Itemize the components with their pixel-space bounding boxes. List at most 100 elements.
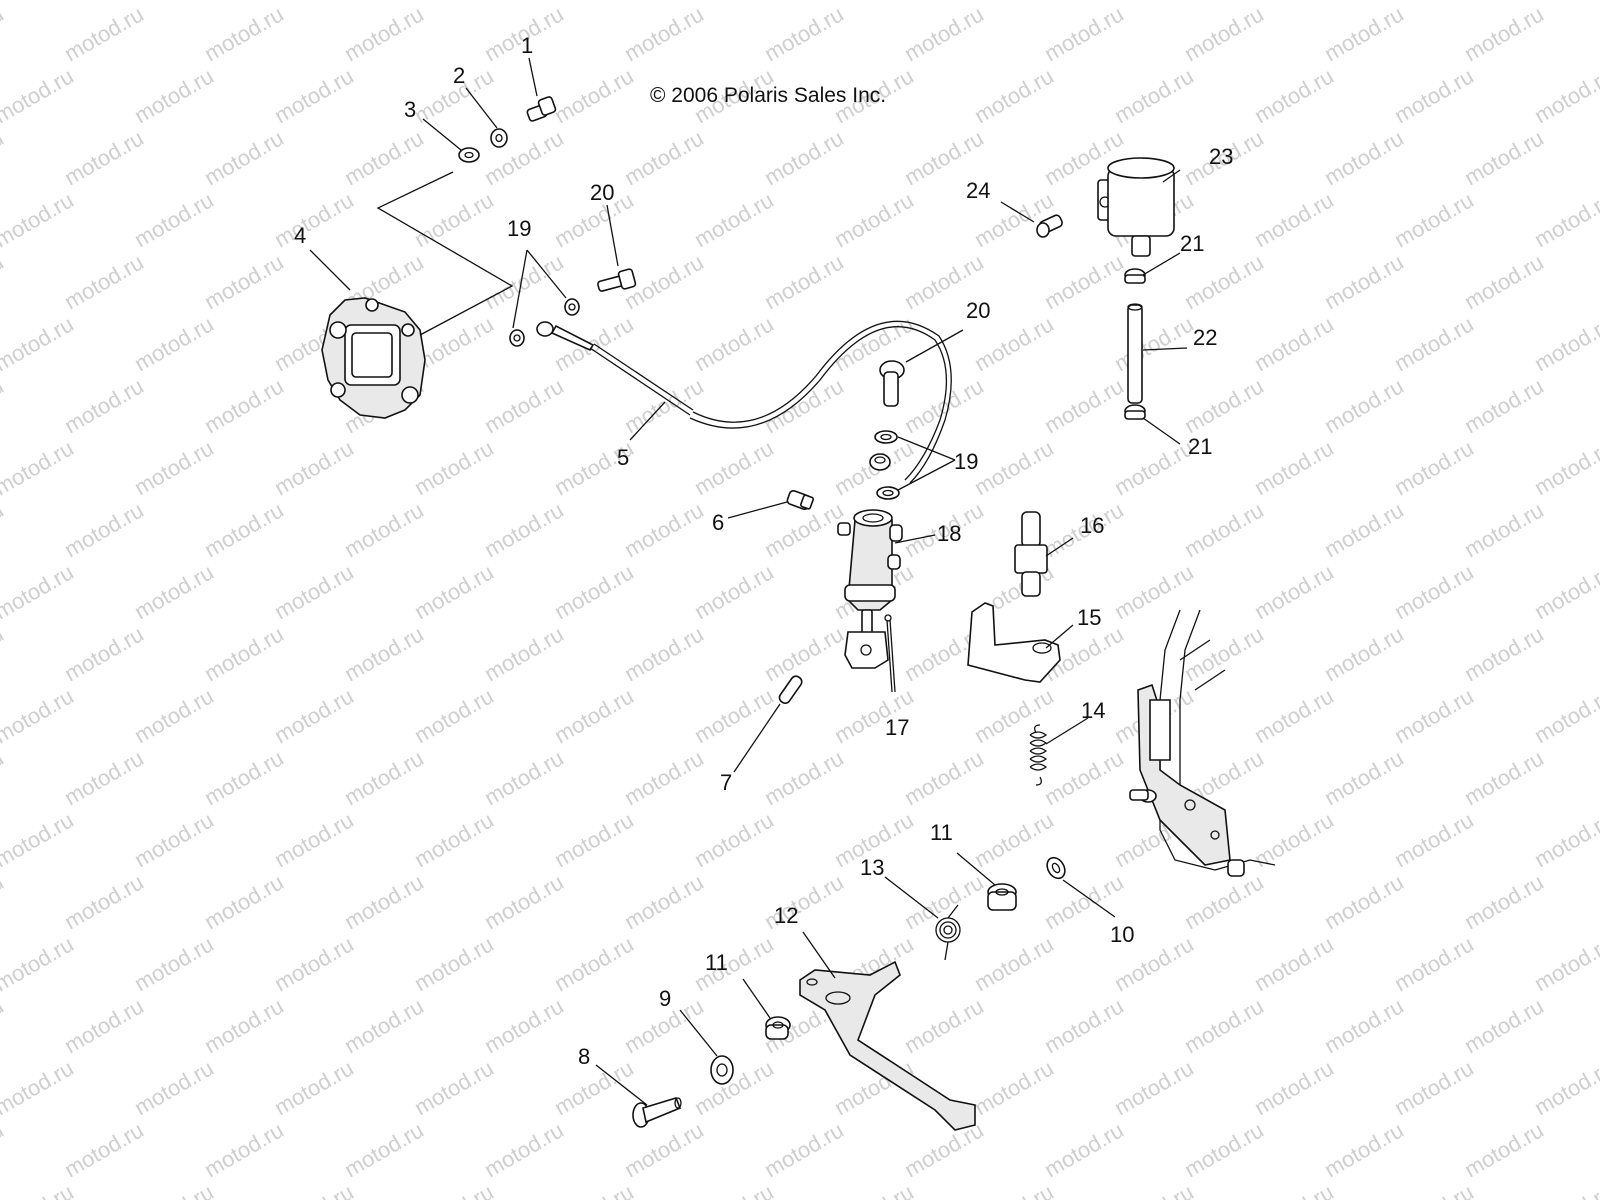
watermark-text: motod.ru — [270, 0, 358, 4]
callout-4: 4 — [294, 223, 306, 248]
watermark-text: motod.ru — [1320, 993, 1408, 1058]
watermark-text: motod.ru — [0, 745, 8, 810]
callout-6: 6 — [712, 510, 724, 535]
torsion-spring-part-13 — [935, 904, 961, 961]
watermark-text: motod.ru — [130, 807, 218, 872]
watermark-text: motod.ru — [130, 187, 218, 252]
hose-part-22 — [1127, 303, 1143, 404]
watermark-text: motod.ru — [1390, 931, 1478, 996]
watermark-text: motod.ru — [410, 0, 498, 4]
bushing-part-11a — [987, 883, 1017, 911]
watermark-text: motod.ru — [1320, 373, 1408, 438]
watermark-text: motod.ru — [0, 311, 78, 376]
watermark-text: motod.ru — [1180, 497, 1268, 562]
watermark-text: motod.ru — [410, 1055, 498, 1120]
watermark-text: motod.ru — [1320, 249, 1408, 314]
watermark-text: motod.ru — [0, 249, 8, 314]
watermark-text: motod.ru — [1460, 373, 1548, 438]
watermark-text: motod.ru — [1320, 621, 1408, 686]
master-cylinder-part-18 — [837, 509, 903, 669]
watermark-text: motod.ru — [970, 1055, 1058, 1120]
watermark-text: motod.ru — [480, 993, 568, 1058]
watermark-text: motod.ru — [1110, 1179, 1198, 1200]
watermark-text: motod.ru — [620, 1, 708, 66]
screw-part-24 — [1036, 214, 1063, 238]
watermark-text: motod.ru — [200, 993, 288, 1058]
watermark-text: motod.ru — [550, 311, 638, 376]
watermark-text: motod.ru — [1530, 807, 1600, 872]
watermark-text: motod.ru — [0, 1179, 78, 1200]
watermark-text: motod.ru — [0, 1117, 8, 1182]
watermark-text: motod.ru — [0, 621, 8, 686]
callout-2: 2 — [453, 63, 465, 88]
watermark-text: motod.ru — [550, 683, 638, 748]
brake-line-part-5 — [536, 320, 952, 484]
watermark-text: motod.ru — [900, 869, 988, 934]
leader-lines — [309, 57, 1188, 1106]
watermark-text: motod.ru — [1390, 63, 1478, 128]
watermark-text: motod.ru — [130, 63, 218, 128]
watermark-text: motod.ru — [1250, 1055, 1338, 1120]
callout-24: 24 — [966, 178, 990, 203]
watermark-text: motod.ru — [340, 125, 428, 190]
watermark-text: motod.ru — [60, 497, 148, 562]
watermark-text: motod.ru — [1530, 0, 1600, 4]
watermark-text: motod.ru — [340, 621, 428, 686]
watermark-text: motod.ru — [410, 1179, 498, 1200]
watermark-text: motod.ru — [1390, 559, 1478, 624]
watermark-text: motod.ru — [0, 993, 8, 1058]
watermark-text: motod.ru — [340, 497, 428, 562]
watermark-text: motod.ru — [130, 311, 218, 376]
watermark-text: motod.ru — [130, 435, 218, 500]
watermark-text: motod.ru — [1250, 311, 1338, 376]
watermark-text: motod.ru — [1530, 435, 1600, 500]
watermark-text: motod.ru — [620, 497, 708, 562]
watermark-text: motod.ru — [1040, 1, 1128, 66]
watermark-text: motod.ru — [760, 621, 848, 686]
watermark-text: motod.ru — [1390, 311, 1478, 376]
watermark-text: motod.ru — [760, 1, 848, 66]
watermark-text: motod.ru — [1320, 1, 1408, 66]
callout-13: 13 — [860, 855, 884, 880]
callout-10: 10 — [1110, 922, 1134, 947]
watermark-text: motod.ru — [1530, 931, 1600, 996]
watermark-text: motod.ru — [1460, 621, 1548, 686]
callout-8: 8 — [578, 1044, 590, 1069]
watermark-text: motod.ru — [1320, 869, 1408, 934]
watermark-text: motod.ru — [60, 1, 148, 66]
watermark-text: motod.ru — [970, 63, 1058, 128]
washer-part-2 — [490, 128, 508, 148]
watermark-text: motod.ru — [480, 497, 568, 562]
watermark-text: motod.ru — [690, 559, 778, 624]
watermark-text: motod.ru — [410, 931, 498, 996]
watermark-text: motod.ru — [690, 0, 778, 4]
callout-21-lower: 21 — [1188, 434, 1212, 459]
callout-19-lower: 19 — [954, 449, 978, 474]
watermark-text: motod.ru — [1110, 559, 1198, 624]
watermark-text: motod.ru — [340, 869, 428, 934]
washer-part-3 — [458, 147, 480, 163]
callout-17: 17 — [885, 715, 909, 740]
watermark-text: motod.ru — [480, 249, 568, 314]
callout-14: 14 — [1081, 698, 1105, 723]
watermark-text: motod.ru — [760, 125, 848, 190]
watermark-text: motod.ru — [620, 125, 708, 190]
clevis-pin-part-7 — [778, 675, 803, 704]
watermark-text: motod.ru — [60, 373, 148, 438]
watermark-text: motod.ru — [1250, 0, 1338, 4]
watermark-text: motod.ru — [480, 621, 568, 686]
watermark-text: motod.ru — [200, 621, 288, 686]
watermark-text: motod.ru — [60, 1117, 148, 1182]
hose-clamp-part-21a — [1124, 268, 1146, 284]
watermark-text: motod.ru — [1460, 1, 1548, 66]
watermark-text: motod.ru — [130, 683, 218, 748]
watermark-text: motod.ru — [270, 807, 358, 872]
watermark-text: motod.ru — [270, 931, 358, 996]
watermark-text: motod.ru — [200, 249, 288, 314]
watermark-text: motod.ru — [480, 373, 568, 438]
watermark-text: motod.ru — [1250, 931, 1338, 996]
watermark-text: motod.ru — [1530, 187, 1600, 252]
watermark-text: motod.ru — [1390, 1179, 1478, 1200]
watermark-text: motod.ru — [690, 683, 778, 748]
